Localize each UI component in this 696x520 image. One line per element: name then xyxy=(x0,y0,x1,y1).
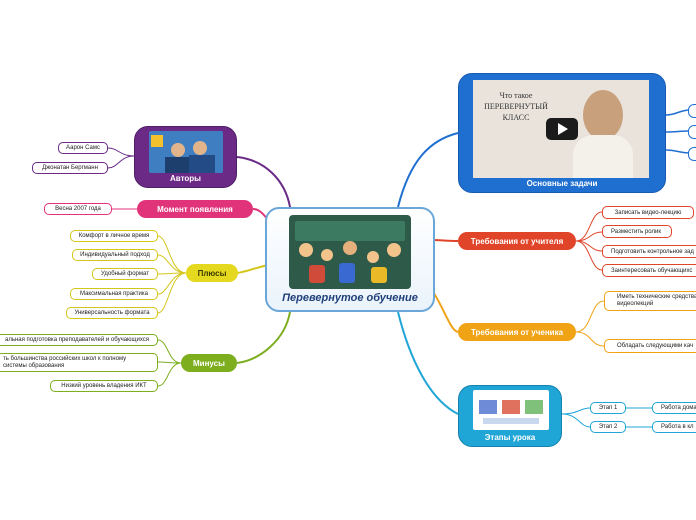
authors-node[interactable]: Авторы xyxy=(134,126,237,188)
teacher-item-2[interactable]: Разместить ролик xyxy=(602,225,672,238)
student-item-2[interactable]: Обладать следующими кач xyxy=(604,339,696,353)
minus-item-2[interactable]: ть большинства российских школ к полному… xyxy=(0,353,158,372)
plus-item-3[interactable]: Удобный формат xyxy=(92,268,158,280)
teacher-requirements-node[interactable]: Требования от учителя xyxy=(458,232,576,250)
stage-1[interactable]: Этап 1 xyxy=(590,402,626,414)
stage-2[interactable]: Этап 2 xyxy=(590,421,626,433)
presenter-face xyxy=(583,90,623,140)
moment-item-1[interactable]: Весна 2007 года xyxy=(44,203,112,215)
teacher-item-1[interactable]: Записать видео-лекцию xyxy=(602,206,694,219)
video-title-text: Что такое ПЕРЕВЕРНУТЫЙ КЛАСС xyxy=(484,91,548,122)
task-stub-2[interactable] xyxy=(688,125,696,139)
lesson-stages-node[interactable]: Этапы урока xyxy=(458,385,562,447)
minus-node[interactable]: Минусы xyxy=(181,354,237,372)
teacher-item-4[interactable]: Заинтересовать обучающихс xyxy=(602,264,696,277)
student-requirements-node[interactable]: Требования от ученика xyxy=(458,323,576,341)
plus-item-1[interactable]: Комфорт в личное время xyxy=(70,230,158,242)
moment-node[interactable]: Момент появления xyxy=(137,200,253,218)
plus-item-5[interactable]: Универсальность формата xyxy=(66,307,158,319)
minus-item-3[interactable]: Низкий уровень владения ИКТ xyxy=(50,380,158,392)
plus-item-4[interactable]: Максимальная практика xyxy=(70,288,158,300)
author-1[interactable]: Аарон Самс xyxy=(58,142,108,154)
central-topic-title: Перевернутое обучение xyxy=(282,292,418,304)
minus-item-1[interactable]: альная подготовка преподавателей и обуча… xyxy=(0,334,158,346)
classroom-cartoon-image xyxy=(289,215,411,289)
student-item-1[interactable]: Иметь технические средства видеолекций xyxy=(604,291,696,311)
video-thumbnail[interactable]: Что такое ПЕРЕВЕРНУТЫЙ КЛАСС xyxy=(473,80,649,178)
stage-2-class[interactable]: Работа в кл xyxy=(652,421,696,433)
lesson-stages-label: Этапы урока xyxy=(484,433,536,442)
teacher-item-3[interactable]: Подготовить контрольное зад xyxy=(602,245,696,258)
authors-photo xyxy=(149,131,223,173)
main-tasks-label: Основные задачи xyxy=(526,179,598,188)
central-topic[interactable]: Перевернутое обучение xyxy=(265,207,435,312)
authors-label: Авторы xyxy=(169,174,201,183)
task-stub-1[interactable] xyxy=(688,104,696,118)
task-stub-3[interactable] xyxy=(688,147,696,161)
play-icon[interactable] xyxy=(546,118,578,140)
main-tasks-node[interactable]: Что такое ПЕРЕВЕРНУТЫЙ КЛАСС Основные за… xyxy=(458,73,666,193)
plus-item-2[interactable]: Индивидуальный подход xyxy=(72,249,158,261)
plus-node[interactable]: Плюсы xyxy=(186,264,238,282)
author-2[interactable]: Джонатан Бергманн xyxy=(32,162,108,174)
stages-diagram-image xyxy=(473,390,549,430)
stage-1-home[interactable]: Работа дома xyxy=(652,402,696,414)
presenter-body xyxy=(573,135,633,178)
